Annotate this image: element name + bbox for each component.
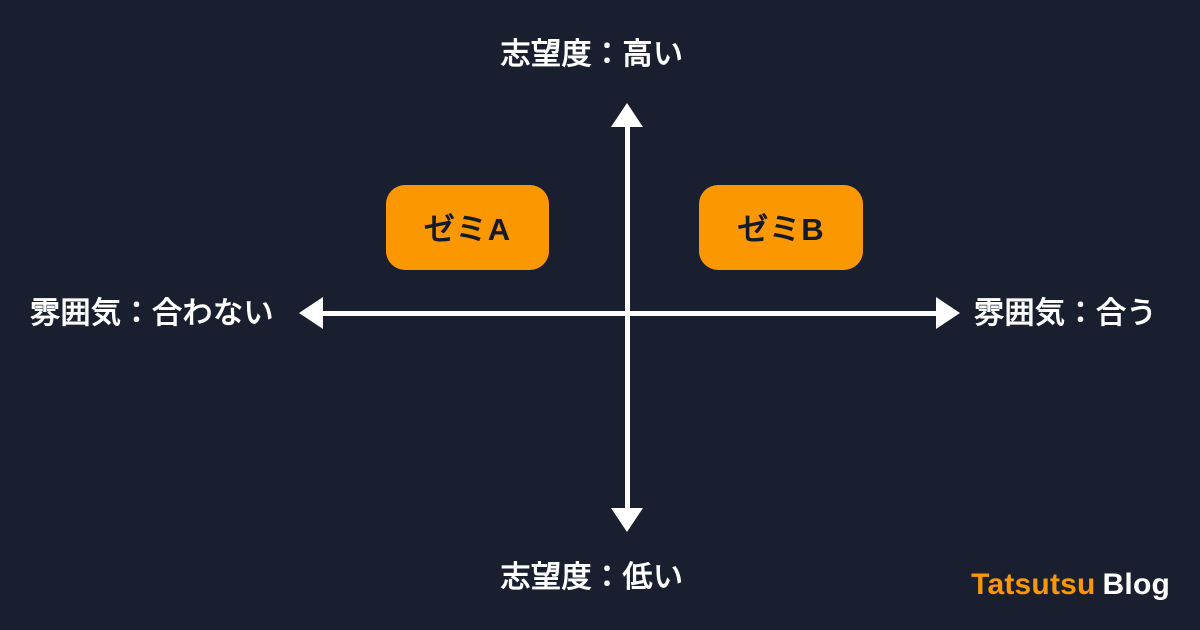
horizontal-axis-line xyxy=(312,311,942,316)
arrow-left-icon xyxy=(299,297,323,329)
vertical-axis-line xyxy=(625,120,630,515)
watermark-brand: Tatsutsu xyxy=(971,568,1096,601)
axis-label-bottom: 志望度：低い xyxy=(500,561,684,594)
axis-label-right: 雰囲気：合う xyxy=(974,297,1157,330)
plot-item-card: ゼミA xyxy=(386,185,549,270)
arrow-right-icon xyxy=(936,297,960,329)
arrow-down-icon xyxy=(611,508,643,532)
arrow-up-icon xyxy=(611,103,643,127)
plot-item-card: ゼミB xyxy=(699,185,863,270)
axis-label-left: 雰囲気：合わない xyxy=(30,297,274,330)
watermark-suffix: Blog xyxy=(1102,568,1170,601)
axis-label-top: 志望度：高い xyxy=(500,38,684,71)
